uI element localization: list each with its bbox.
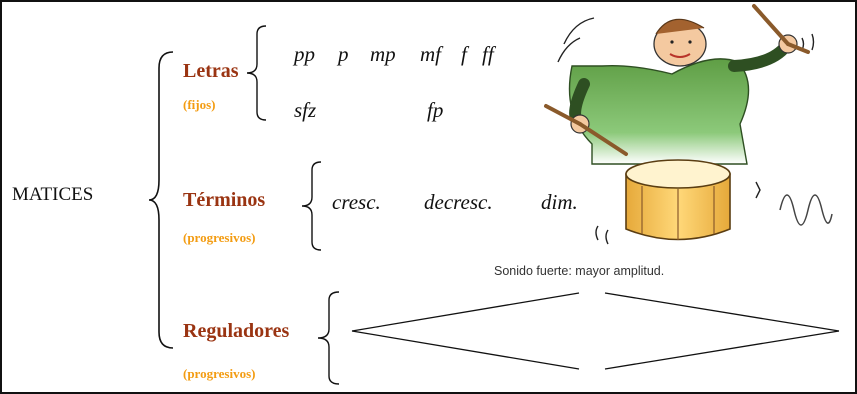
hairpin-regulators <box>351 292 840 370</box>
terminos-brace <box>301 161 322 251</box>
root-brace <box>148 51 174 349</box>
dynamic-f: f <box>461 42 467 66</box>
letras-brace <box>246 25 267 121</box>
drummer-illustration <box>544 4 833 245</box>
category-letras-label: Letras <box>183 60 239 82</box>
shirt-icon <box>568 58 750 165</box>
dynamic-mf: mf <box>420 42 441 66</box>
decrescendo-hairpin <box>604 292 840 370</box>
dynamic-fp: fp <box>427 98 444 122</box>
drum-icon <box>625 159 731 241</box>
crescendo-hairpin <box>351 292 580 370</box>
category-reguladores-sub: (progresivos) <box>183 366 256 381</box>
dynamic-pp: pp <box>294 42 315 66</box>
category-terminos-sub: (progresivos) <box>183 230 256 245</box>
reguladores-brace <box>317 291 340 385</box>
term-dim: dim. <box>541 190 578 214</box>
dynamic-sfz: sfz <box>294 98 317 122</box>
dynamic-ff: ff <box>482 42 494 66</box>
illustration-caption: Sonido fuerte: mayor amplitud. <box>494 264 665 278</box>
term-decresc: decresc. <box>424 190 493 214</box>
category-letras-sub: (fijos) <box>183 97 216 112</box>
dynamic-mp: mp <box>370 42 396 66</box>
category-terminos-label: Términos <box>183 189 266 211</box>
root-label: MATICES <box>12 184 94 205</box>
sound-wave-icon <box>779 194 833 226</box>
category-reguladores-label: Reguladores <box>183 320 290 342</box>
term-cresc: cresc. <box>332 190 381 214</box>
dynamic-p: p <box>338 42 349 66</box>
